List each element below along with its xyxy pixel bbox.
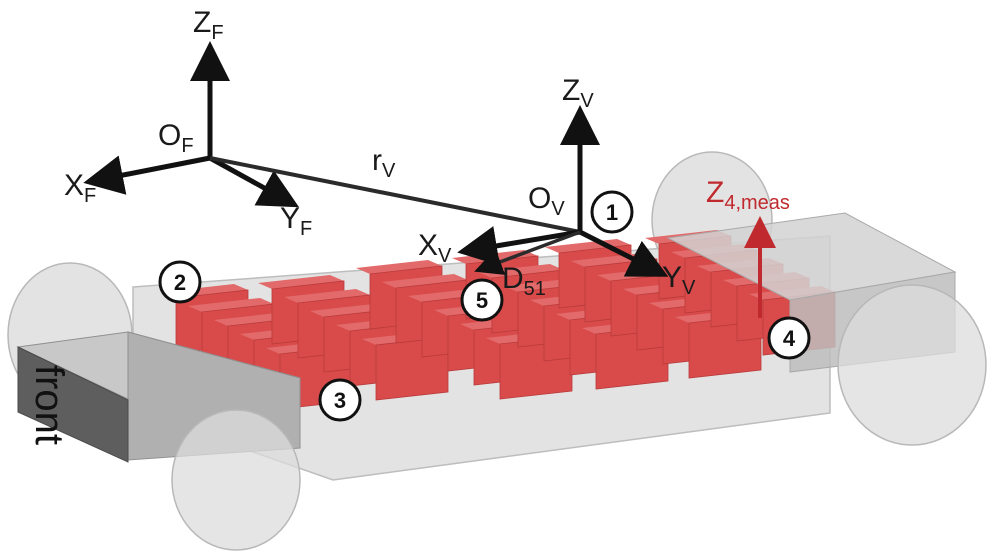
marker-5: 5 bbox=[460, 278, 504, 322]
battery-cell-top bbox=[356, 260, 442, 274]
battery-cell-top bbox=[382, 274, 468, 288]
battery-cell-top bbox=[284, 289, 370, 303]
label-ZF: ZF bbox=[193, 6, 224, 44]
axis-XV bbox=[457, 226, 581, 266]
label-D51: D51 bbox=[502, 262, 546, 300]
svg-text:5: 5 bbox=[476, 288, 488, 313]
frame-V-axes bbox=[457, 105, 669, 277]
marker-3: 3 bbox=[318, 378, 362, 422]
axis-XF bbox=[83, 155, 211, 195]
battery-cell-top bbox=[545, 239, 631, 253]
label-OV: OV bbox=[528, 182, 565, 220]
label-OF: OF bbox=[158, 119, 194, 157]
label-YF: YF bbox=[280, 202, 312, 240]
label-ZV: ZV bbox=[562, 74, 594, 112]
battery-cell-top bbox=[188, 298, 274, 312]
svg-text:1: 1 bbox=[606, 200, 618, 225]
axis-YF bbox=[208, 155, 300, 208]
label-rV: rV bbox=[372, 144, 396, 182]
wheel-front-right bbox=[171, 409, 301, 551]
svg-text:4: 4 bbox=[783, 326, 796, 351]
svg-text:3: 3 bbox=[334, 388, 346, 413]
frame-F-axes bbox=[83, 41, 300, 208]
marker-1: 1 bbox=[590, 190, 634, 234]
marker-2: 2 bbox=[158, 260, 202, 304]
distance-D51-arrow bbox=[474, 230, 581, 275]
axis-YV bbox=[578, 229, 669, 277]
svg-text:2: 2 bbox=[174, 270, 186, 295]
label-XF: XF bbox=[64, 169, 96, 207]
label-YV: YV bbox=[662, 261, 696, 299]
wheel-rear-right bbox=[837, 284, 987, 446]
marker-4: 4 bbox=[767, 316, 811, 360]
vector-rV bbox=[209, 156, 581, 234]
front-label: front bbox=[27, 365, 71, 445]
label-Z4meas: Z4,meas bbox=[706, 176, 790, 214]
battery-cell-top bbox=[258, 275, 344, 289]
label-XV: XV bbox=[418, 229, 452, 267]
